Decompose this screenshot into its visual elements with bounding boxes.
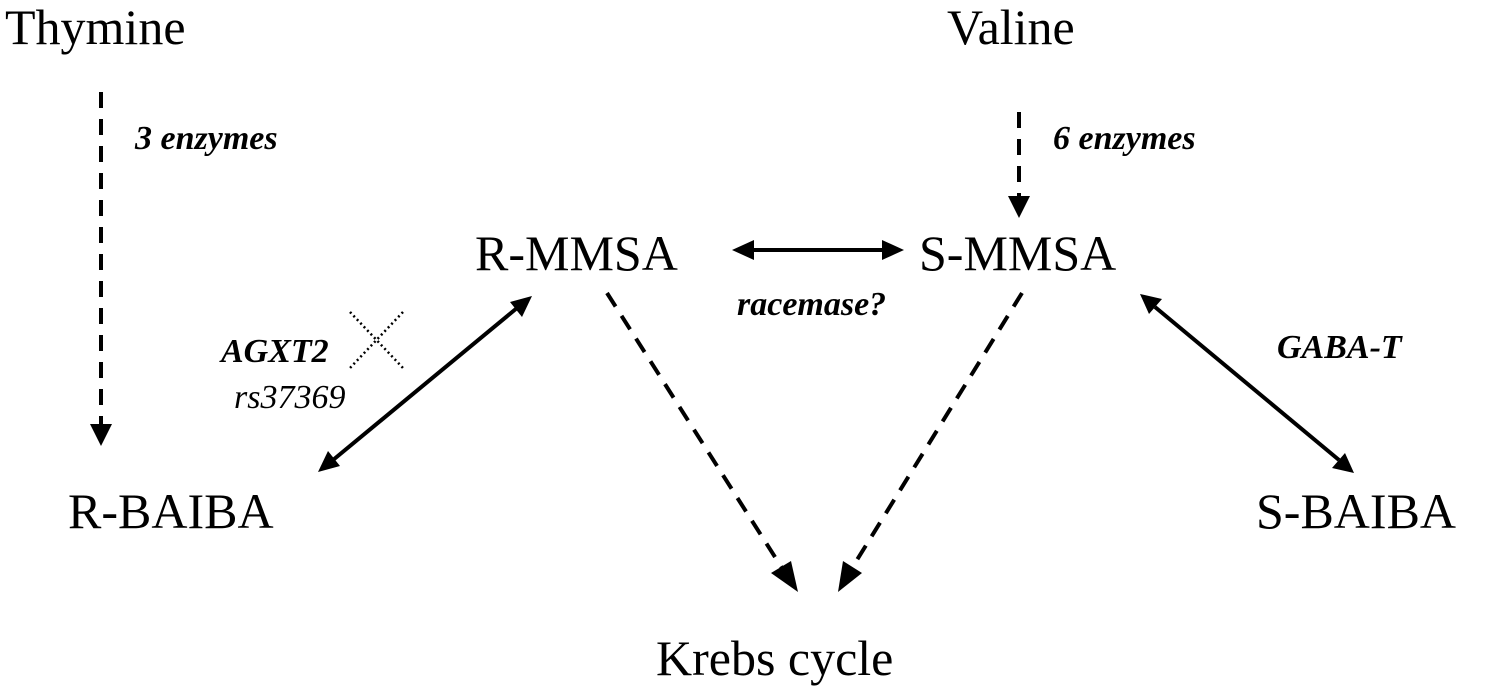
racemase-right-arrowhead [882, 240, 904, 260]
r-mmsa-to-krebs-arrow [605, 291, 784, 570]
r-baiba-node: R-BAIBA [68, 483, 274, 539]
thymine-enzymes-label: 3 enzymes [134, 120, 278, 157]
s-mmsa-node: S-MMSA [919, 225, 1116, 281]
agxt2-double-arrow [331, 306, 519, 462]
valine-enzymes-label: 6 enzymes [1053, 120, 1196, 157]
valine-arrowhead [1008, 196, 1030, 218]
krebs-cycle-node: Krebs cycle [656, 630, 893, 686]
gaba-t-double-arrow [1153, 305, 1341, 462]
agxt2-lower-arrowhead [318, 451, 340, 472]
agxt2-upper-arrowhead [510, 296, 532, 317]
gaba-t-label: GABA-T [1277, 329, 1403, 366]
racemase-label: racemase? [737, 286, 886, 323]
agxt2-label: AGXT2 [219, 333, 329, 370]
s-mmsa-krebs-arrowhead [838, 561, 862, 592]
thymine-arrowhead [90, 424, 112, 446]
r-mmsa-node: R-MMSA [475, 225, 678, 281]
agxt2-inactivation-cross-icon [349, 311, 404, 369]
gaba-t-upper-arrowhead [1140, 294, 1162, 314]
agxt2-snp-label: rs37369 [234, 379, 345, 416]
s-mmsa-to-krebs-arrow [850, 291, 1024, 570]
gaba-t-lower-arrowhead [1332, 453, 1354, 473]
r-mmsa-krebs-arrowhead [771, 561, 798, 592]
s-baiba-node: S-BAIBA [1256, 483, 1456, 539]
valine-node: Valine [947, 0, 1075, 55]
thymine-node: Thymine [5, 0, 186, 55]
racemase-left-arrowhead [732, 240, 754, 260]
